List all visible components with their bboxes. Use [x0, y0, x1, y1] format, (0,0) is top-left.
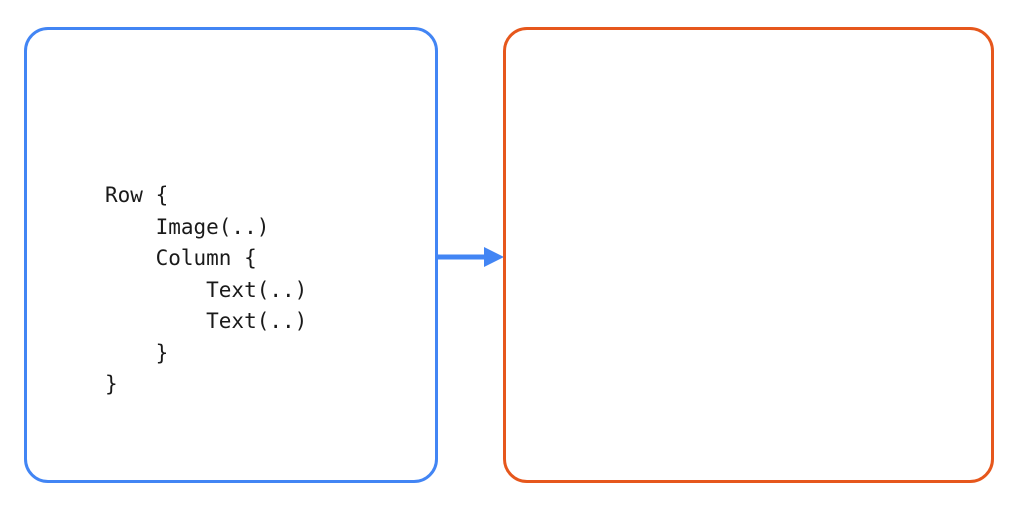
- code-snippet: Row { Image(..) Column { Text(..) Text(.…: [105, 183, 308, 396]
- code-panel: Row { Image(..) Column { Text(..) Text(.…: [24, 27, 438, 483]
- arrow-head-icon: [484, 247, 504, 267]
- tree-panel: RowImageColumnTextText: [503, 27, 994, 483]
- transform-arrow: [436, 247, 504, 267]
- widget-tree: RowImageColumnTextText: [1009, 57, 1014, 513]
